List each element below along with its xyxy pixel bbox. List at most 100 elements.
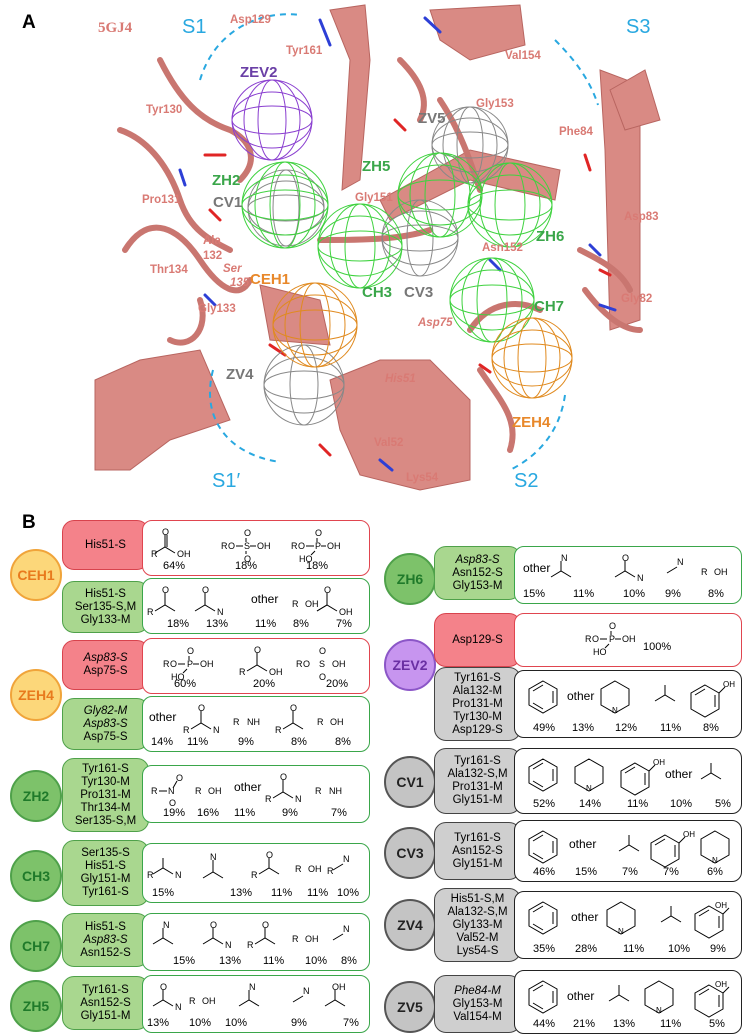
- fragment-percent: 7%: [622, 866, 638, 878]
- svg-text:O: O: [303, 659, 310, 669]
- residue-label: Val154: [505, 50, 541, 62]
- pdb-id: 5GJ4: [98, 20, 133, 36]
- fragment-structures: N OH: [528, 980, 730, 1018]
- site-s1-prime: S1′: [212, 470, 241, 492]
- svg-text:R: R: [147, 870, 154, 880]
- pharmacophore-zv4: ZV4: [226, 366, 254, 383]
- fragment-percent: 10%: [305, 955, 328, 967]
- fragment-percent: 5%: [715, 798, 731, 810]
- fragment-percent: 6%: [707, 866, 723, 878]
- fragment-box: R O N R NH R O R OH other 14% 11% 9% 8% …: [142, 696, 370, 752]
- other-label: other: [251, 592, 279, 606]
- site-circle-zv5: ZV5: [384, 981, 436, 1033]
- pharmacophore-zev2: ZEV2: [240, 64, 278, 81]
- svg-text:O: O: [280, 772, 287, 782]
- fragment-percent: 10%: [668, 943, 691, 955]
- fragment-structures: N O N R O R OH N: [152, 920, 350, 950]
- svg-text:O: O: [244, 554, 251, 563]
- svg-text:O: O: [170, 659, 177, 669]
- other-label: other: [234, 780, 262, 794]
- fragment-percent: 13%: [230, 887, 253, 899]
- fragment-percent: 15%: [173, 955, 196, 967]
- svg-text:R: R: [233, 717, 240, 727]
- site-circle-zev2: ZEV2: [384, 639, 436, 691]
- residue-box: Asp129-S: [434, 613, 521, 667]
- svg-text:O: O: [176, 773, 183, 783]
- site-circle-zh5: ZH5: [10, 980, 62, 1032]
- svg-text:OH: OH: [723, 680, 735, 689]
- svg-text:OH: OH: [330, 717, 344, 727]
- svg-text:N: N: [168, 786, 175, 796]
- svg-text:R: R: [292, 934, 299, 944]
- fragment-box: R O O N R OH O OH other 18% 13% 11% 8% 7…: [142, 578, 370, 634]
- fragment-percent: 15%: [523, 588, 546, 600]
- svg-text:O: O: [319, 672, 326, 681]
- svg-text:O: O: [169, 798, 176, 808]
- fragment-structures: R O P O OH HO R O OH R O S O O OH: [163, 645, 346, 681]
- pharmacophore-ceh1: CEH1: [250, 271, 291, 288]
- fragment-box: R O P O OH HO R O OH R O S O O OH 60% 20…: [142, 638, 370, 694]
- fragment-percent: 8%: [335, 736, 351, 748]
- svg-text:OH: OH: [715, 901, 727, 910]
- other-label: other: [665, 767, 693, 781]
- svg-text:N: N: [295, 794, 302, 804]
- svg-text:N: N: [225, 940, 232, 950]
- fragment-box: N OH other 44% 21% 13% 11% 5%: [514, 970, 742, 1034]
- svg-text:N: N: [213, 725, 220, 735]
- fragment-percent: 14%: [151, 736, 174, 748]
- other-label: other: [567, 689, 595, 703]
- svg-text:O: O: [622, 553, 629, 563]
- svg-text:O: O: [319, 646, 326, 656]
- svg-text:N: N: [210, 852, 217, 862]
- svg-text:R: R: [251, 870, 258, 880]
- svg-text:R: R: [275, 725, 282, 735]
- svg-text:N: N: [343, 924, 350, 934]
- svg-text:O: O: [315, 528, 322, 538]
- fragment-percent: 100%: [643, 641, 672, 653]
- fragment-percent: 9%: [665, 588, 681, 600]
- svg-text:R: R: [195, 786, 202, 796]
- pharmacophore-cv3: CV3: [404, 284, 434, 301]
- svg-text:R: R: [317, 717, 324, 727]
- panel-a: A 5GJ4 S1 S3 S1′ S2 Asp129 Tyr161 Val154…: [0, 0, 750, 500]
- svg-text:OH: OH: [177, 549, 191, 559]
- fragment-box: N O N R O R OH N 15% 13% 11% 10% 8%: [142, 913, 370, 971]
- fragment-box: OH N other 46% 15% 7% 7% 6%: [514, 820, 742, 882]
- fragment-percent: 52%: [533, 798, 556, 810]
- pharmacophore-ch3: CH3: [362, 284, 393, 301]
- svg-text:R: R: [189, 996, 196, 1006]
- fragment-percent: 10%: [225, 1017, 248, 1029]
- svg-text:R: R: [327, 866, 334, 876]
- svg-text:R: R: [585, 634, 592, 644]
- svg-text:OH: OH: [202, 996, 216, 1006]
- svg-text:N: N: [175, 870, 182, 880]
- fragment-percent: 14%: [579, 798, 602, 810]
- svg-text:O: O: [187, 646, 194, 656]
- svg-text:N: N: [175, 1002, 182, 1012]
- svg-text:O: O: [202, 585, 209, 595]
- svg-text:O: O: [244, 528, 251, 538]
- site-s1: S1: [182, 16, 207, 38]
- svg-text:O: O: [162, 527, 169, 537]
- fragment-percent: 11%: [307, 887, 329, 899]
- svg-text:N: N: [561, 553, 568, 563]
- fragment-percent: 8%: [703, 722, 719, 734]
- fragment-percent: 12%: [615, 722, 638, 734]
- svg-text:N: N: [586, 784, 592, 793]
- svg-text:N: N: [618, 927, 624, 936]
- pharmacophore-zv5: ZV5: [418, 110, 446, 127]
- residue-label: 132: [203, 250, 223, 262]
- svg-text:OH: OH: [332, 659, 346, 669]
- fragment-structures: O N R OH N N OH: [152, 982, 346, 1012]
- fragment-structures: N OH: [528, 758, 722, 796]
- fragment-percent: 9%: [291, 1017, 307, 1029]
- fragment-percent: 11%: [627, 798, 649, 810]
- pharmacophore-zh2: ZH2: [212, 172, 241, 189]
- svg-text:N: N: [677, 557, 684, 567]
- fragment-percent: 11%: [255, 618, 277, 630]
